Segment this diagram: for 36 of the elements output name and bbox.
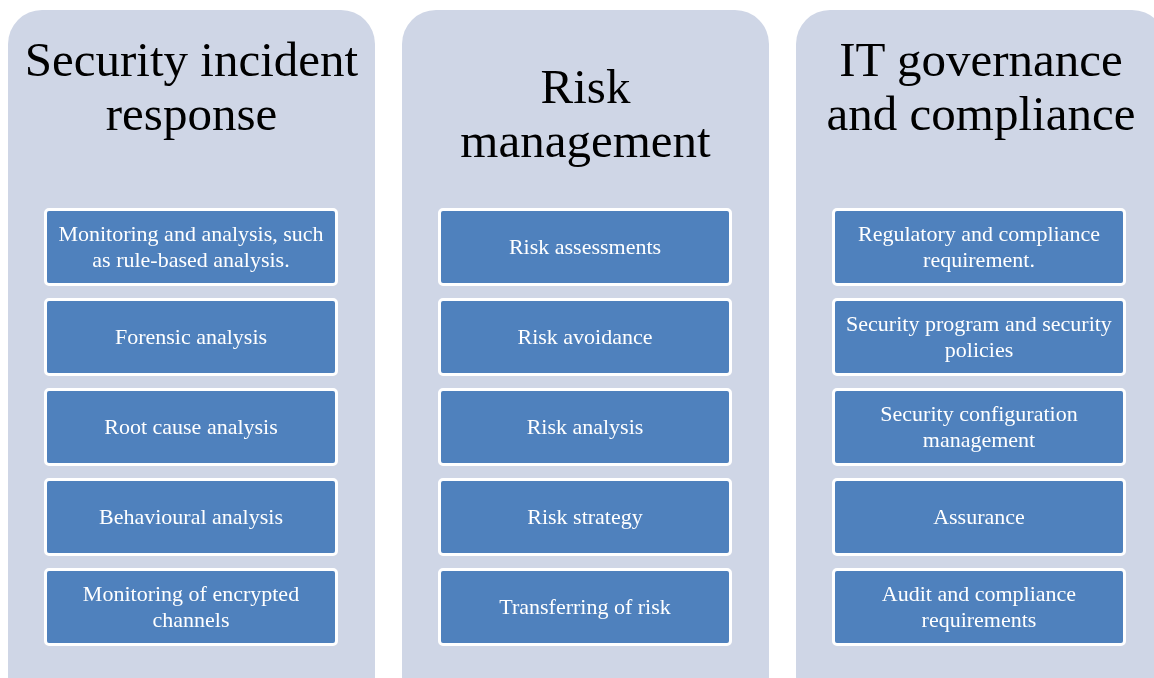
item-box [832, 388, 1126, 466]
category-panel [8, 10, 375, 678]
item-label: Security program and security policies [845, 311, 1113, 363]
item-label: Monitoring and analysis, such as rule-based analysis. [57, 221, 325, 273]
item-box [438, 388, 732, 466]
item-label: Transferring of risk [498, 594, 672, 620]
item-label: Forensic analysis [113, 324, 269, 350]
item-box [438, 298, 732, 376]
item-label: Monitoring of encrypted channels [81, 581, 301, 633]
category-panel [402, 10, 769, 678]
item-label: Risk analysis [525, 414, 645, 440]
panel-heading: IT governance and compliance [825, 33, 1137, 141]
item-label: Behavioural analysis [98, 504, 284, 530]
item-box [832, 478, 1126, 556]
item-label: Risk avoidance [516, 324, 654, 350]
item-label: Security configuration management [879, 401, 1079, 453]
item-box [44, 298, 338, 376]
panel-heading: Security incident response [23, 33, 360, 141]
panel-heading: Risk management [459, 60, 712, 168]
item-box [44, 478, 338, 556]
item-box [438, 568, 732, 646]
item-label: Audit and compliance requirements [880, 581, 1078, 633]
item-box [44, 388, 338, 466]
item-box [44, 568, 338, 646]
item-box [832, 298, 1126, 376]
item-box [832, 568, 1126, 646]
item-box [438, 478, 732, 556]
item-box [832, 208, 1126, 286]
item-label: Root cause analysis [103, 414, 279, 440]
item-label: Regulatory and compliance requirement. [857, 221, 1101, 273]
item-label: Risk assessments [507, 234, 663, 260]
item-label: Risk strategy [526, 504, 644, 530]
item-box [44, 208, 338, 286]
item-label: Assurance [932, 504, 1026, 530]
item-box [438, 208, 732, 286]
category-panel [796, 10, 1154, 678]
